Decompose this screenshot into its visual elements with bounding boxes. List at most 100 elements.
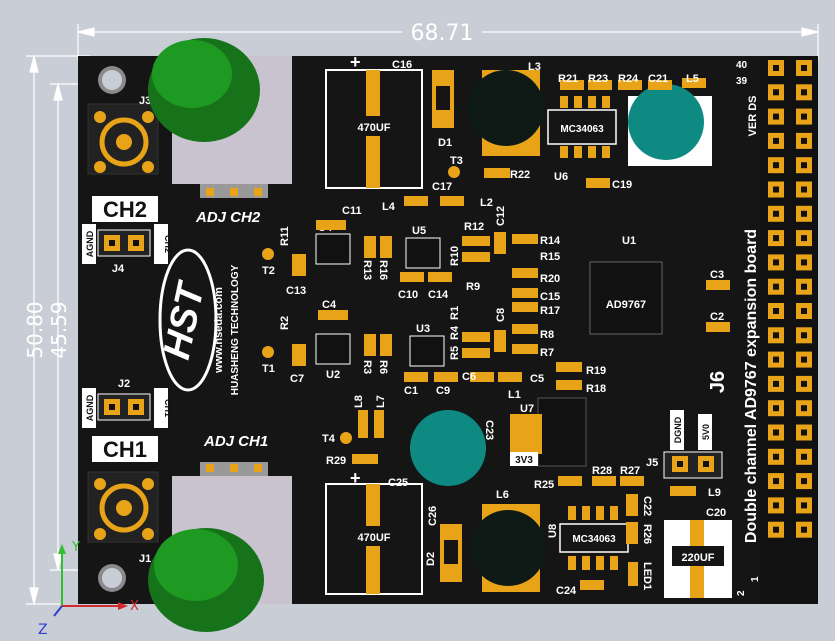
label-r25: R25: [534, 479, 554, 491]
ic-u2[interactable]: [315, 333, 351, 365]
label-ch2-pin: CH2: [163, 235, 173, 253]
label-u2: U2: [326, 369, 340, 381]
label-r26: R26: [641, 524, 653, 544]
u7-3v3-box: [510, 452, 538, 466]
part-c20: 220UF: [681, 552, 714, 564]
capacitor-c25[interactable]: [325, 483, 423, 595]
ic-u3[interactable]: [409, 335, 445, 367]
label-r23: R23: [588, 73, 608, 85]
board-version: VER DS: [747, 96, 759, 137]
label-r29: R29: [326, 455, 346, 467]
ic-u1-ad9767[interactable]: [589, 261, 663, 335]
label-c21: C21: [648, 73, 668, 85]
label-c8: C8: [495, 308, 507, 322]
capacitor-c20[interactable]: [664, 520, 732, 598]
plus-c16: +: [350, 52, 361, 72]
label-r1: R1: [449, 306, 461, 320]
header-pin-hole: [801, 283, 807, 290]
inductor-l3[interactable]: [468, 70, 544, 146]
ch2-pin-box: [154, 224, 168, 264]
label-c14: C14: [428, 289, 449, 301]
label-r24: R24: [618, 73, 639, 85]
header-pin-hole: [773, 162, 779, 169]
label-adj-ch2: ADJ CH2: [195, 209, 261, 226]
header-j4[interactable]: [97, 229, 151, 257]
testpoint-t3[interactable]: [448, 166, 460, 178]
ic-u6[interactable]: [547, 109, 617, 145]
label-r17: R17: [540, 305, 560, 317]
ic-u4[interactable]: [315, 233, 351, 265]
plus-c25: +: [350, 468, 361, 488]
testpoint-t4[interactable]: [340, 432, 352, 444]
header-pin-hole: [801, 356, 807, 363]
label-c5: C5: [530, 373, 544, 385]
header-pin-hole: [801, 162, 807, 169]
header-pin-hole: [801, 380, 807, 387]
label-r28: R28: [592, 465, 612, 477]
capacitor-c16[interactable]: [325, 69, 423, 189]
label-j6: J6: [707, 371, 729, 393]
capacitor-c23[interactable]: [410, 410, 486, 486]
header-pin-hole: [773, 380, 779, 387]
capacitor-teal-top[interactable]: [628, 84, 704, 160]
pin-40: 40: [736, 60, 748, 71]
label-led1: LED1: [641, 562, 653, 590]
label-r2: R2: [279, 316, 291, 330]
label-dgnd: DGND: [673, 416, 683, 443]
label-c3: C3: [710, 269, 724, 281]
ic-u5[interactable]: [405, 237, 441, 269]
header-pin-hole: [801, 235, 807, 242]
dimension-width-label: 68.71: [411, 21, 474, 46]
u8-pins: [568, 506, 618, 570]
part-u8: MC34063: [572, 534, 616, 545]
label-r4: R4: [449, 325, 461, 340]
testpoint-t1[interactable]: [262, 346, 274, 358]
header-j2[interactable]: [97, 393, 151, 421]
label-r13: R13: [361, 260, 373, 280]
sma-connector-j1[interactable]: [87, 471, 159, 543]
testpoint-t2[interactable]: [262, 248, 274, 260]
header-pin-hole: [773, 308, 779, 314]
label-c2: C2: [710, 311, 724, 323]
header-j6-pins[interactable]: [768, 60, 812, 538]
label-r3: R3: [361, 360, 373, 374]
header-pin-hole: [801, 137, 807, 144]
label-l6: L6: [496, 489, 509, 501]
header-pin-hole: [801, 453, 807, 460]
inductor-l6[interactable]: [470, 510, 546, 586]
header-pin-hole: [801, 113, 807, 120]
label-r8: R8: [540, 329, 554, 341]
header-pin-hole: [801, 65, 807, 71]
sma-connector-j3[interactable]: [87, 103, 159, 175]
header-pin-hole: [801, 478, 807, 485]
label-r9: R9: [466, 281, 480, 293]
label-r19: R19: [586, 365, 606, 377]
label-c7: C7: [290, 373, 304, 385]
ic-u7[interactable]: [537, 397, 587, 467]
header-pin-hole: [773, 453, 779, 460]
part-c16: 470UF: [357, 122, 390, 134]
label-t4: T4: [322, 433, 336, 445]
label-adj-ch1: ADJ CH1: [203, 433, 268, 450]
label-j2: J2: [118, 378, 130, 390]
u6-pins: [560, 96, 610, 158]
label-r20: R20: [540, 273, 560, 285]
part-u1: AD9767: [606, 299, 646, 311]
header-pin-hole: [773, 405, 779, 412]
header-pin-hole: [773, 186, 779, 193]
label-j3: J3: [139, 95, 151, 107]
label-r12: R12: [464, 221, 484, 233]
knob-ch1-top: [154, 529, 238, 601]
label-c26: C26: [427, 506, 439, 526]
label-ch2: CH2: [103, 197, 147, 222]
header-pin-hole: [773, 137, 779, 144]
header-pin-hole: [801, 89, 807, 96]
label-c1: C1: [404, 385, 418, 397]
label-r22: R22: [510, 169, 530, 181]
label-c22: C22: [641, 496, 653, 516]
header-pin-hole: [773, 356, 779, 363]
label-t1: T1: [262, 363, 275, 375]
header-j5[interactable]: [663, 451, 723, 479]
label-r27: R27: [620, 465, 640, 477]
